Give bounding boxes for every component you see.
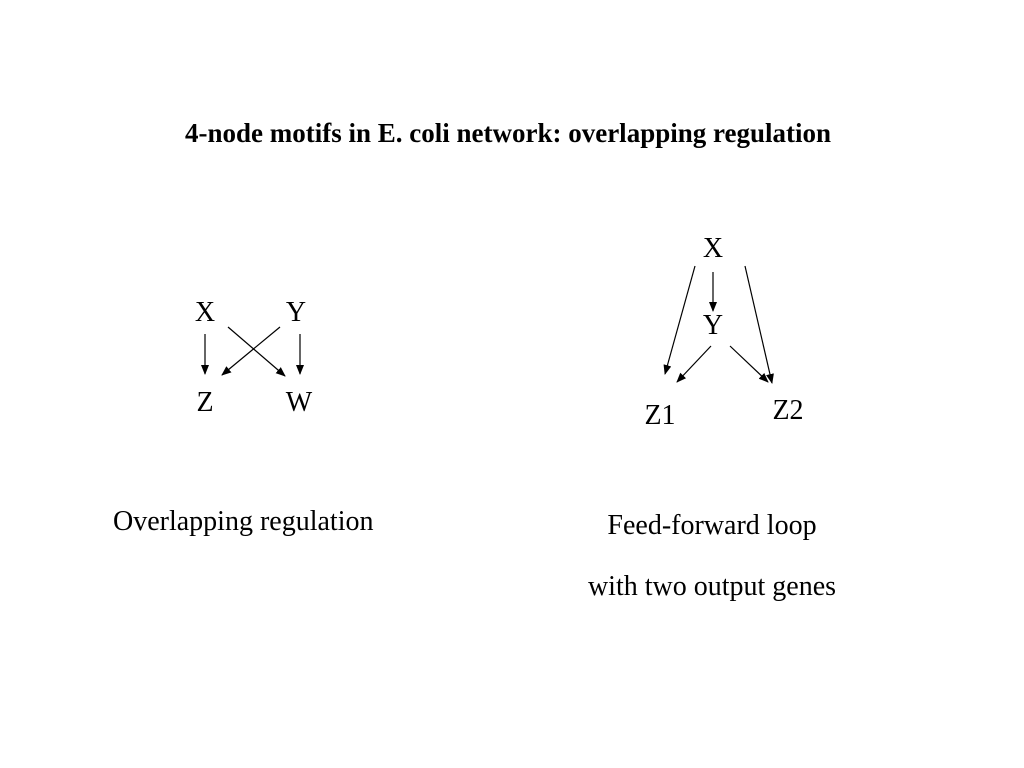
- left-node-z: Z: [196, 387, 214, 418]
- edge-x-to-z2: [744, 265, 774, 384]
- left-node-w: W: [285, 387, 313, 418]
- right-node-x: X: [702, 233, 724, 264]
- right-node-z1: Z1: [644, 400, 676, 431]
- edge-x-to-w: [227, 326, 286, 377]
- left-node-y: Y: [285, 297, 307, 328]
- edge-x-to-z1: [663, 265, 696, 375]
- left-node-x: X: [194, 297, 216, 328]
- right-motif-caption-line-2: with two output genes: [587, 571, 837, 602]
- edge-y-to-z2: [729, 345, 769, 383]
- edge-y-to-z1: [676, 345, 712, 383]
- edge-y-to-z: [221, 326, 281, 376]
- right-node-y: Y: [702, 310, 724, 341]
- right-motif-caption-line-1: Feed-forward loop: [607, 510, 817, 541]
- right-node-z2: Z2: [772, 395, 804, 426]
- left-motif-caption: Overlapping regulation: [113, 506, 374, 537]
- slide-title: 4-node motifs in E. coli network: overla…: [184, 118, 831, 148]
